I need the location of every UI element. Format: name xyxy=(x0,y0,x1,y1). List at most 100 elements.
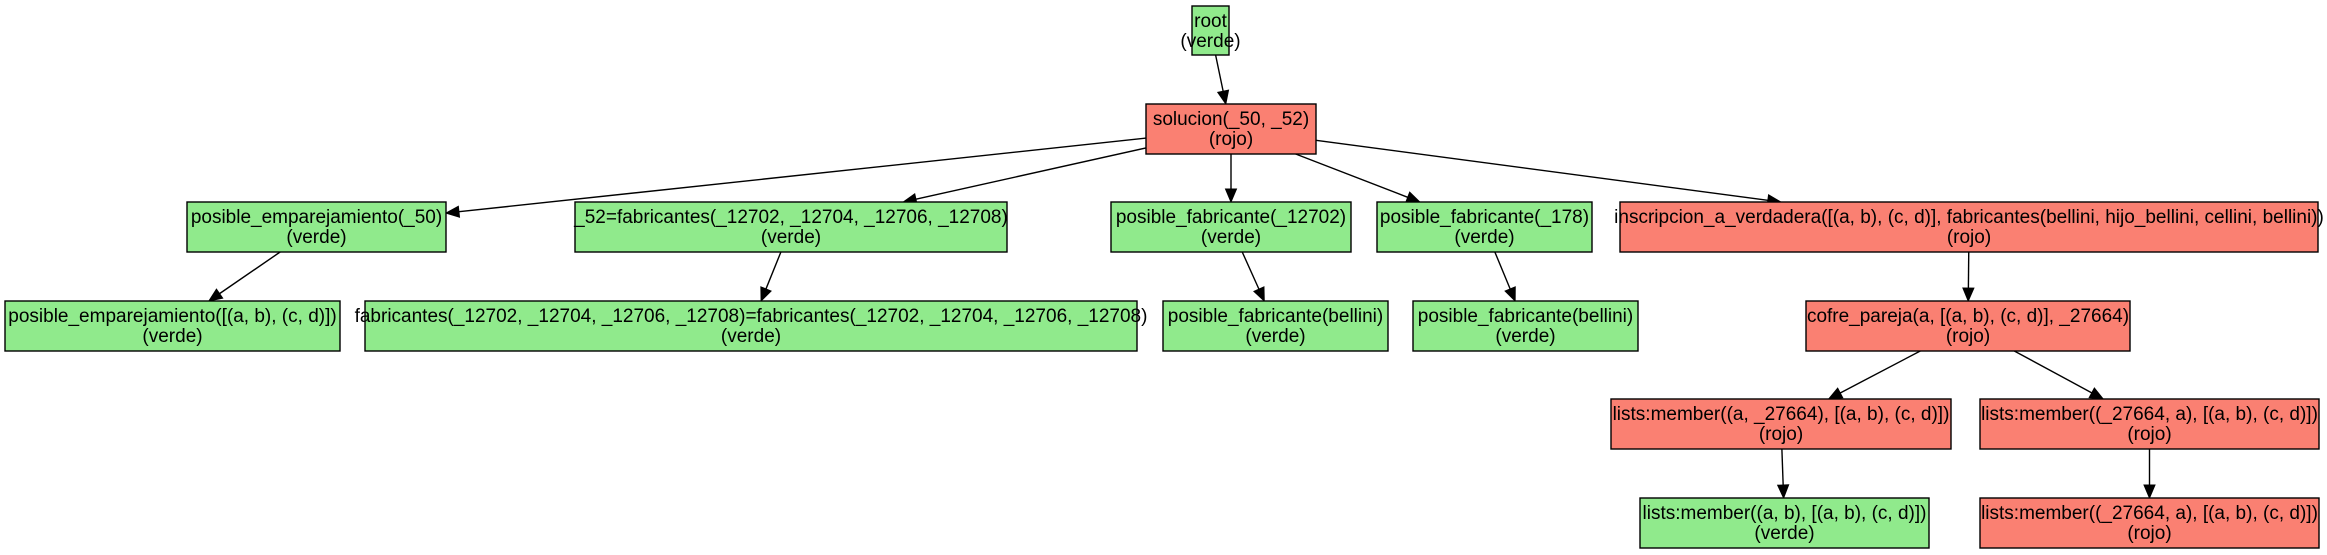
edge-line xyxy=(1839,350,1921,394)
node-status-label: (verde) xyxy=(1454,227,1514,248)
edge-cofre-to-member-a xyxy=(1827,350,1921,400)
node-root: root(verde) xyxy=(1180,5,1241,56)
edge-solucion-to-eq-fabricantes xyxy=(901,147,1147,206)
node-goal-label: lists:member((a, b), [(a, b), (c, d)]) xyxy=(1643,503,1927,524)
edge-solucion-to-pos-fab-178 xyxy=(1295,153,1422,203)
node-status-label: (verde) xyxy=(1180,31,1240,52)
node-status-label: (rojo) xyxy=(2127,523,2171,544)
node-goal-label: root xyxy=(1194,11,1227,32)
edges-layer xyxy=(207,54,2156,500)
node-box xyxy=(1145,103,1317,155)
node-pos-fab-bellini-1: posible_fabricante(bellini)(verde) xyxy=(1162,300,1389,352)
edge-arrowhead xyxy=(760,286,772,303)
node-status-label: (rojo) xyxy=(1209,129,1253,150)
node-box xyxy=(186,201,447,253)
edge-line xyxy=(1315,139,1768,201)
node-member-ab: lists:member((a, b), [(a, b), (c, d)])(v… xyxy=(1639,497,1930,549)
node-goal-label: posible_emparejamiento(_50) xyxy=(191,207,442,228)
node-member-b: lists:member((_27664, a), [(a, b), (c, d… xyxy=(1979,398,2320,450)
node-box xyxy=(1376,201,1593,253)
edge-pos-fab-12702-to-pos-fab-bellini-1 xyxy=(1241,251,1265,303)
node-box xyxy=(1619,201,2319,253)
edge-arrowhead xyxy=(1404,191,1422,203)
node-status-label: (verde) xyxy=(721,326,781,347)
node-member-a: lists:member((a, _27664), [(a, b), (c, d… xyxy=(1610,398,1952,450)
edge-arrowhead xyxy=(207,288,224,302)
edge-pos-fab-178-to-pos-fab-bellini-2 xyxy=(1494,251,1516,303)
node-status-label: (verde) xyxy=(1201,227,1261,248)
node-fab-eq-fab: fabricantes(_12702, _12704, _12706, _127… xyxy=(355,300,1147,352)
edge-arrowhead xyxy=(1216,89,1230,106)
node-pos-emp-50: posible_emparejamiento(_50)(verde) xyxy=(186,201,447,253)
node-goal-label: posible_fabricante(_178) xyxy=(1380,207,1589,228)
node-box xyxy=(1412,300,1639,352)
edge-arrowhead xyxy=(1253,286,1265,303)
node-box xyxy=(4,300,341,352)
edge-pos-emp-50-to-pos-emp-list xyxy=(207,251,281,302)
node-pos-fab-12702: posible_fabricante(_12702)(verde) xyxy=(1110,201,1352,253)
edge-root-to-solucion xyxy=(1214,54,1230,106)
node-pos-emp-list: posible_emparejamiento([(a, b), (c, d)])… xyxy=(4,300,341,352)
node-box xyxy=(1639,497,1930,549)
node-cofre: cofre_pareja(a, [(a, b), (c, d)], _27664… xyxy=(1805,300,2131,352)
edge-line xyxy=(219,251,281,295)
node-box xyxy=(1979,497,2320,549)
node-box xyxy=(1110,201,1352,253)
edge-line xyxy=(1214,54,1224,92)
node-eq-fabricantes: _52=fabricantes(_12702, _12704, _12706, … xyxy=(573,201,1008,253)
edge-eq-fabricantes-to-fab-eq-fab xyxy=(760,251,782,303)
node-member-b-leaf: lists:member((_27664, a), [(a, b), (c, d… xyxy=(1979,497,2320,549)
node-status-label: (verde) xyxy=(286,227,346,248)
edge-line xyxy=(2013,350,2093,394)
node-inscripcion: inscripcion_a_verdadera([(a, b), (c, d)]… xyxy=(1614,201,2324,253)
edge-arrowhead xyxy=(2088,387,2105,400)
edge-member-b-to-member-b-leaf xyxy=(2143,449,2156,500)
edge-arrowhead xyxy=(444,205,461,218)
node-goal-label: cofre_pareja(a, [(a, b), (c, d)], _27664… xyxy=(1807,306,2129,327)
edge-solucion-to-pos-fab-12702 xyxy=(1224,154,1238,204)
node-goal-label: lists:member((_27664, a), [(a, b), (c, d… xyxy=(1981,404,2318,425)
node-pos-fab-178: posible_fabricante(_178)(verde) xyxy=(1376,201,1593,253)
node-goal-label: _52=fabricantes(_12702, _12704, _12706, … xyxy=(573,207,1008,228)
node-pos-fab-bellini-2: posible_fabricante(bellini)(verde) xyxy=(1412,300,1639,352)
edge-line xyxy=(458,137,1147,213)
node-status-label: (rojo) xyxy=(1947,227,1991,248)
node-goal-label: posible_fabricante(bellini) xyxy=(1418,306,1633,327)
node-box xyxy=(1610,398,1952,450)
edge-inscripcion-to-cofre xyxy=(1962,251,1975,303)
node-box xyxy=(1979,398,2320,450)
edge-arrowhead xyxy=(1776,484,1790,500)
edge-arrowhead xyxy=(2143,484,2156,500)
node-goal-label: posible_emparejamiento([(a, b), (c, d)]) xyxy=(8,306,336,327)
edge-line xyxy=(1781,448,1784,486)
edge-arrowhead xyxy=(1962,287,1975,303)
node-goal-label: solucion(_50, _52) xyxy=(1153,109,1309,130)
edge-line xyxy=(765,251,782,290)
node-goal-label: inscripcion_a_verdadera([(a, b), (c, d)]… xyxy=(1614,207,2324,228)
node-status-label: (verde) xyxy=(1245,326,1305,347)
node-box xyxy=(364,300,1138,352)
edge-line xyxy=(1494,251,1511,290)
node-box xyxy=(1805,300,2131,352)
edge-solucion-to-inscripcion xyxy=(1315,139,1783,207)
edge-line xyxy=(1295,153,1408,198)
node-goal-label: lists:member((_27664, a), [(a, b), (c, d… xyxy=(1981,503,2318,524)
node-status-label: (rojo) xyxy=(1759,424,1803,445)
node-status-label: (rojo) xyxy=(1946,326,1990,347)
node-status-label: (verde) xyxy=(1754,523,1814,544)
node-goal-label: lists:member((a, _27664), [(a, b), (c, d… xyxy=(1613,404,1950,425)
node-box xyxy=(1191,5,1230,56)
node-status-label: (verde) xyxy=(1495,326,1555,347)
node-status-label: (verde) xyxy=(142,326,202,347)
nodes-layer: root(verde)solucion(_50, _52)(rojo)posib… xyxy=(4,5,2324,549)
edge-arrowhead xyxy=(1224,188,1238,204)
node-status-label: (rojo) xyxy=(2127,424,2171,445)
node-solucion: solucion(_50, _52)(rojo) xyxy=(1145,103,1317,155)
edge-arrowhead xyxy=(1504,286,1516,303)
node-box xyxy=(574,201,1008,253)
node-goal-label: posible_fabricante(bellini) xyxy=(1168,306,1383,327)
edge-arrowhead xyxy=(1827,387,1844,400)
edge-line xyxy=(1241,251,1260,290)
node-status-label: (verde) xyxy=(761,227,821,248)
